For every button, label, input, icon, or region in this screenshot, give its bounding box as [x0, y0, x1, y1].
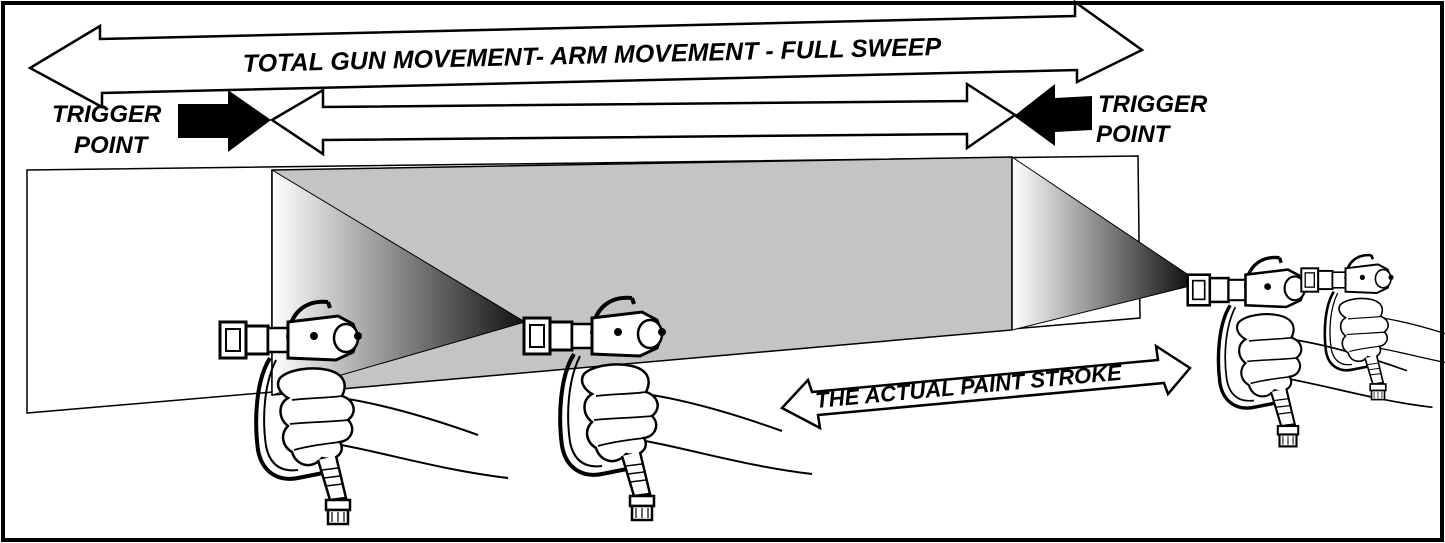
total-movement-arrow: [27, 0, 1145, 110]
actual-stroke-arrow: [779, 343, 1192, 431]
left-trigger-arrow: [178, 90, 271, 152]
trigger-right-label-line2: POINT: [1096, 121, 1172, 148]
right-trigger-arrow: [1014, 84, 1092, 146]
trigger-right-label-line1: TRIGGER: [1098, 91, 1208, 118]
trigger-left-label-line1: TRIGGER: [52, 101, 162, 128]
trigger-left-label-line2: POINT: [74, 132, 150, 159]
trigger-span-arrow: [269, 81, 1018, 157]
